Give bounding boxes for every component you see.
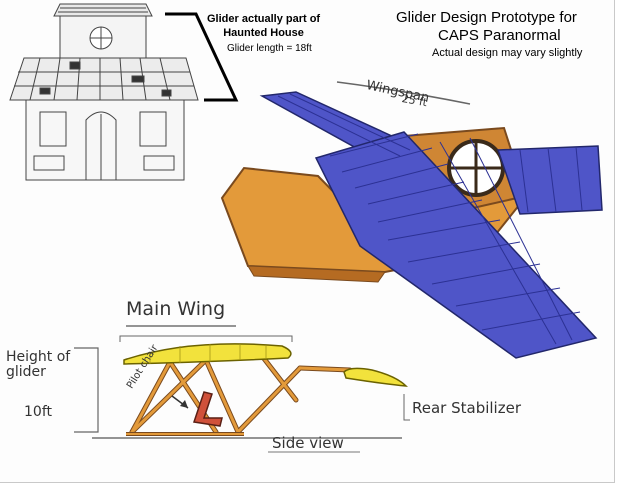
wingspan-marker <box>336 81 471 105</box>
main-wing-side <box>123 343 292 365</box>
house-callout-note: Glider actually part of Haunted House <box>207 12 320 40</box>
side-view-label: Side view <box>272 434 344 452</box>
glider-length-label: Glider length = 18ft <box>227 43 312 54</box>
height-label-line-2: glider <box>6 364 46 380</box>
house-note-line-2: Haunted House <box>223 27 304 39</box>
rear-stabilizer-label: Rear Stabilizer <box>412 399 521 417</box>
house-note-line-1: Glider actually part of <box>207 13 321 25</box>
subtitle: Actual design may vary slightly <box>432 47 583 59</box>
height-label: Height of glider <box>6 350 70 380</box>
title-line-2: CAPS Paranormal <box>438 27 561 44</box>
title-line-1: Glider Design Prototype for <box>396 9 577 26</box>
callout-bracket <box>165 12 239 102</box>
height-bracket <box>74 347 99 433</box>
side-view <box>74 325 410 453</box>
height-value: 10ft <box>24 404 52 420</box>
height-label-line-1: Height of <box>6 349 71 365</box>
pilot-chair <box>193 391 223 427</box>
bottom-strip <box>0 483 624 497</box>
haunted-house-sketch <box>9 3 199 181</box>
near-wing <box>314 131 598 359</box>
main-wing-label: Main Wing <box>126 298 226 320</box>
glider-3d <box>220 81 603 359</box>
rear-stabilizer-side <box>343 367 408 387</box>
tail-fin <box>496 145 603 215</box>
